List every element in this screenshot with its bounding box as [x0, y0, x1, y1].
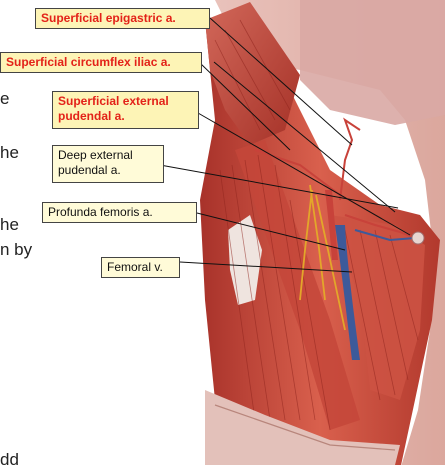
adductor-muscle [330, 215, 425, 400]
leader-lines [159, 17, 411, 273]
label-superficial-external-pudendal-artery: Superficial external pudendal a. [52, 91, 199, 129]
fascia-patch [228, 215, 262, 305]
label-deep-external-pudendal-artery: Deep external pudendal a. [52, 145, 164, 183]
label-text-line-1: Deep external [58, 148, 133, 162]
label-profunda-femoris-artery: Profunda femoris a. [42, 202, 197, 223]
abdominal-wall-muscle [205, 2, 300, 145]
label-text-line-2: pudendal a. [58, 163, 121, 177]
muscle-fibers [214, 19, 419, 431]
label-text-line-1: Superficial external [58, 94, 169, 108]
skin-flap-upper [300, 0, 445, 125]
slide-text-fragment: dd [0, 450, 19, 469]
slide-text-fragment: n by [0, 240, 33, 259]
femoral-artery-vessel [325, 190, 338, 260]
label-text: Femoral v. [107, 260, 163, 274]
lymph-node [411, 231, 425, 245]
label-text: Superficial epigastric a. [41, 11, 176, 25]
slide-text-fragment: e [0, 89, 10, 108]
femoral-nerve-branches [299, 184, 346, 331]
femoral-vein-vessel [335, 225, 360, 360]
superficial-epigastric-vessel [339, 117, 361, 201]
label-text: Superficial circumflex iliac a. [6, 55, 171, 69]
sartorius-muscle [235, 140, 360, 430]
label-text: Profunda femoris a. [48, 205, 153, 219]
label-text-line-2: pudendal a. [58, 109, 125, 123]
slide-text-fragment: he [0, 215, 19, 234]
external-pudendal-vessel [344, 214, 421, 241]
label-femoral-vein: Femoral v. [101, 257, 180, 278]
label-superficial-circumflex-iliac-artery: Superficial circumflex iliac a. [0, 52, 202, 73]
label-superficial-epigastric-artery: Superficial epigastric a. [35, 8, 210, 29]
slide-text-fragment: he [0, 143, 19, 162]
